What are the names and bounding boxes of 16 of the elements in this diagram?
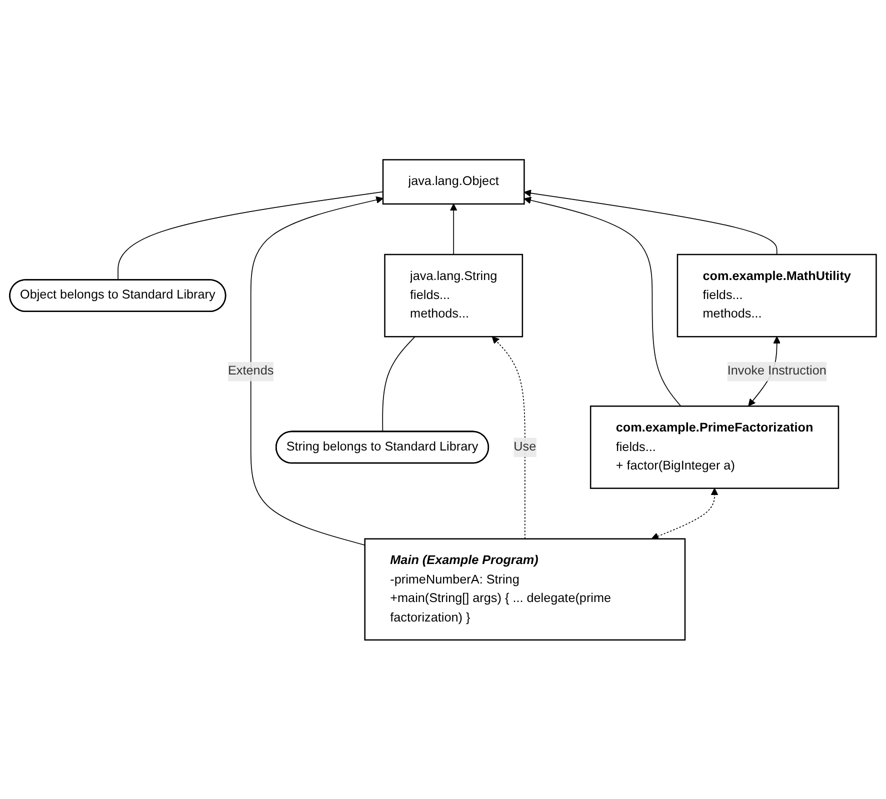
node-box [384,254,524,337]
arrow [450,203,458,255]
arrow [651,488,718,540]
node-box [364,538,686,640]
node-box [382,158,525,204]
connector [118,191,384,280]
edge-label: Extends [228,363,274,378]
connector [382,336,416,432]
edge-label: Use [514,439,536,454]
node-box [590,405,840,489]
arrow [492,336,526,539]
arrow [524,196,682,406]
arrow [524,189,778,255]
node-box [676,254,877,337]
edge-label: Invoke Instruction [727,363,826,378]
arrow [250,196,384,546]
